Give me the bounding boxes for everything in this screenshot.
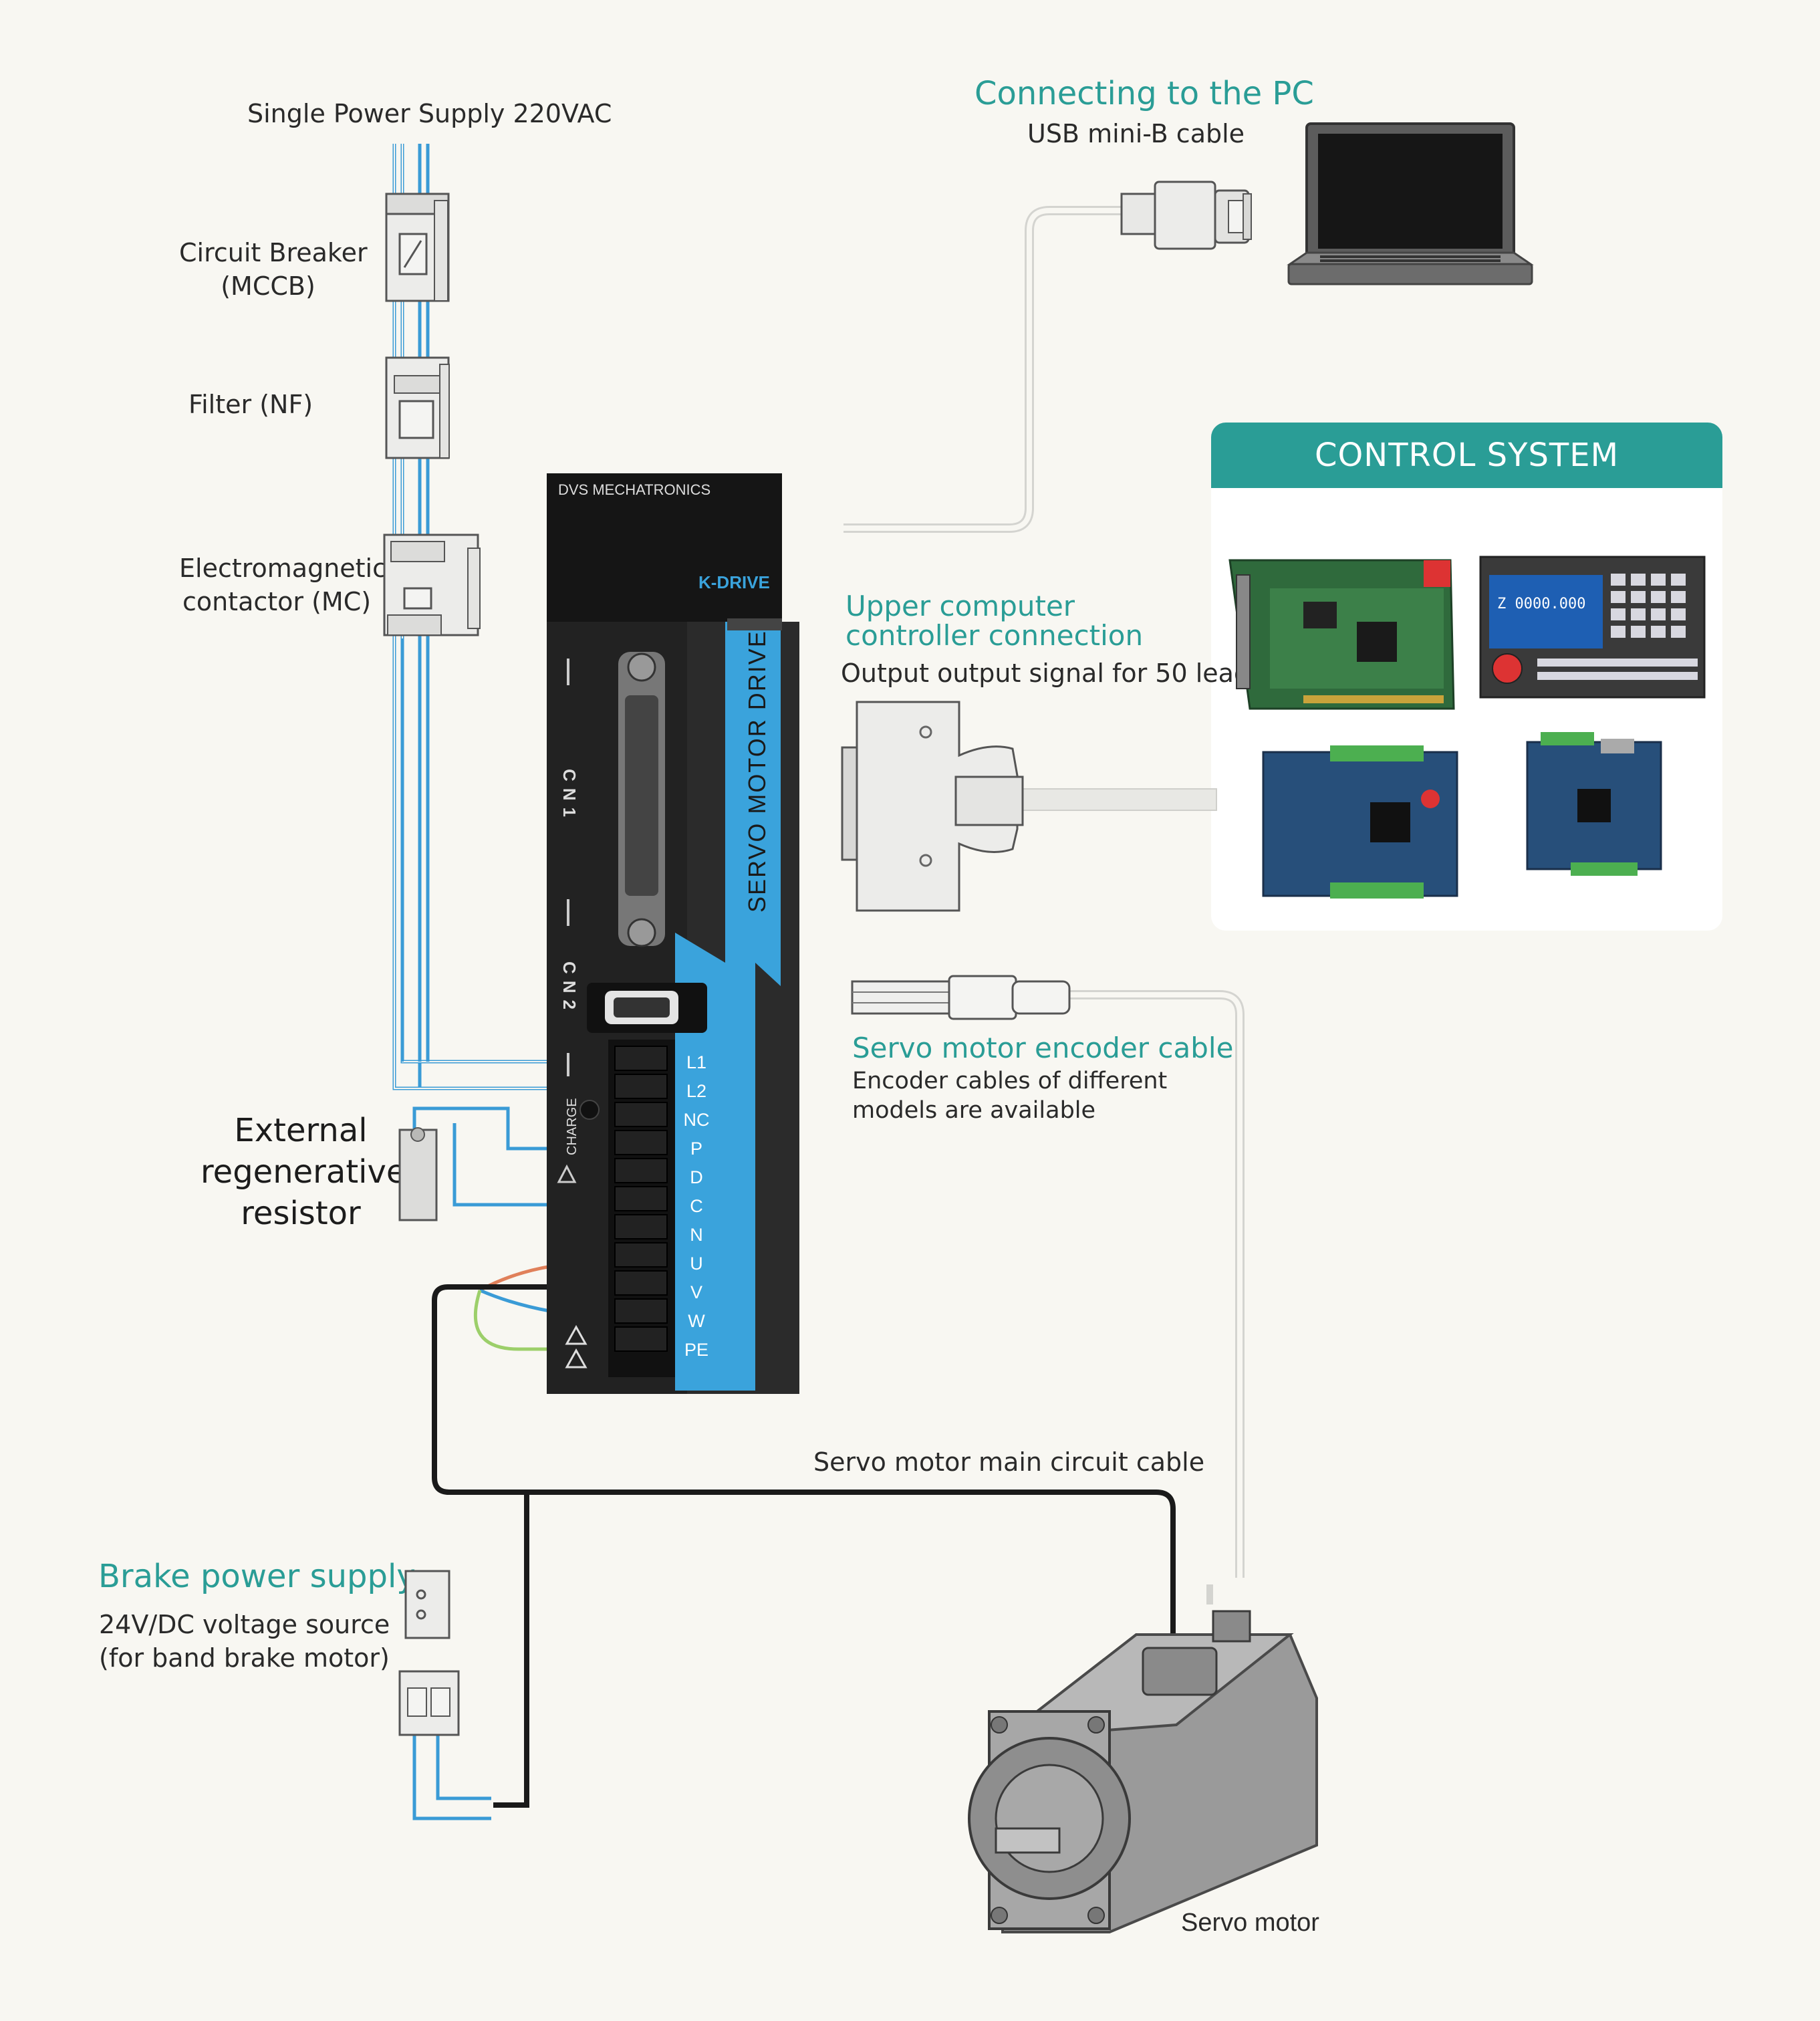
cnc-display-value: Z 0000.000 [1497,596,1585,612]
pc-connection-title: Connecting to the PC [974,75,1314,112]
servo-motor-icon [968,1610,1318,1933]
drive-blue-stripe [725,622,781,986]
servo-drive-icon [547,473,799,1394]
laptop-icon [1287,122,1534,285]
db50-connector-icon [841,701,1024,912]
terminal-label: N [690,1225,703,1245]
encoder-cable-title: Servo motor encoder cable [852,1032,1234,1064]
drive-brand: DVS MECHATRONICS [558,481,710,498]
servo-motor-label: Servo motor [1181,1909,1319,1937]
regenerative-resistor-icon [398,1127,438,1221]
terminal-label: PE [684,1340,708,1360]
drive-model: K-DRIVE [698,572,770,592]
charge-label: CHARGE [565,1098,579,1155]
usb-cable [843,206,1130,533]
terminal-label: U [690,1254,703,1274]
usb-connector-icon [1120,181,1252,250]
filter-label: Filter (NF) [188,390,313,419]
control-board-icon [1262,745,1458,899]
terminal-label: NC [684,1110,710,1130]
encoder-connector-icon [851,975,1071,1020]
drive-side-text: SERVO MOTOR DRIVE [743,630,771,913]
terminal-label: L1 [686,1052,706,1072]
motion-card-icon [1228,559,1455,710]
cnc-controller-icon: Z 0000.000 [1479,556,1706,699]
main-circuit-cable [432,1284,1176,1651]
cn1-label: CN1 [559,769,579,824]
terminal-label: P [690,1139,702,1159]
filter-icon [385,356,450,459]
brake-supply-title: Brake power supply [98,1558,416,1595]
cn2-label: CN2 [559,961,579,1016]
main-circuit-cable-label: Servo motor main circuit cable [813,1447,1205,1477]
circuit-breaker-icon [385,193,450,302]
usb-cable-label: USB mini-B cable [1027,119,1245,148]
contactor-icon [383,533,481,636]
terminal-label: V [690,1282,702,1302]
brake-power-supply-icon [398,1570,460,1736]
brake-supply-desc: 24V/DC voltage source(for band brake mot… [99,1610,390,1673]
terminal-label: L2 [686,1081,706,1101]
terminal-label: C [690,1196,703,1216]
mini-board-icon [1526,732,1662,876]
upper-controller-desc: Output output signal for 50 leads [841,659,1263,688]
terminal-label: W [688,1311,705,1331]
circuit-breaker-label: Circuit Breaker(MCCB) [179,238,368,301]
power-supply-label: Single Power Supply 220VAC [247,99,612,128]
terminal-label: D [690,1167,703,1187]
